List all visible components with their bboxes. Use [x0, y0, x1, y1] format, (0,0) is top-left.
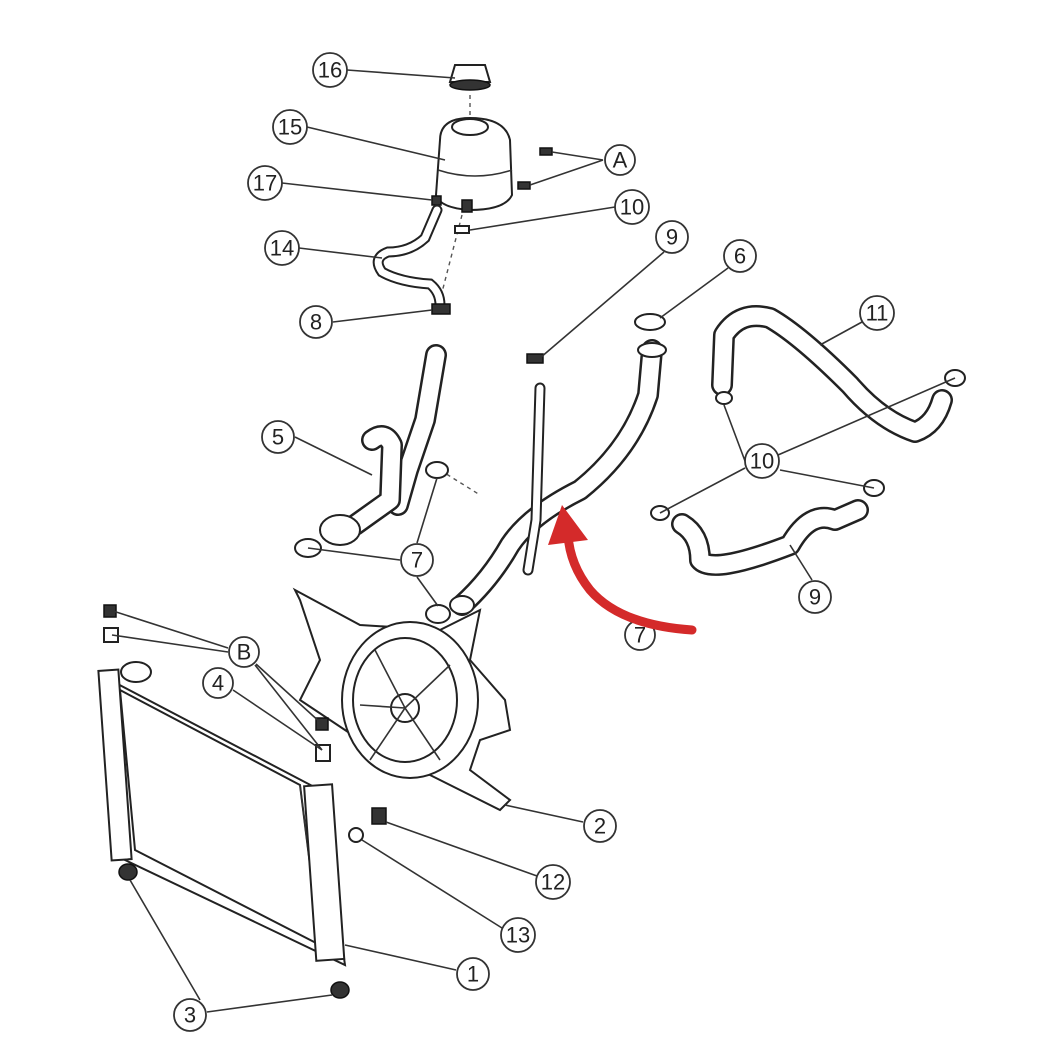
svg-text:8: 8	[310, 310, 322, 335]
radiator	[97, 661, 350, 999]
hose-clamp	[425, 461, 449, 479]
callout-9b: 9	[798, 580, 832, 614]
svg-text:3: 3	[184, 1003, 196, 1028]
hose-clamp	[634, 313, 666, 331]
reservoir-cap	[448, 64, 492, 91]
highlight-arrow	[548, 505, 697, 635]
callout-14: 14	[264, 230, 300, 266]
callout-16: 16	[312, 52, 348, 88]
leader-lines	[109, 69, 956, 1013]
svg-text:10: 10	[620, 195, 644, 220]
svg-text:5: 5	[272, 425, 284, 450]
callout-10: 10	[614, 189, 650, 225]
svg-text:9: 9	[809, 585, 821, 610]
svg-text:B: B	[237, 640, 252, 665]
o-ring	[348, 827, 364, 843]
bolt	[517, 181, 531, 190]
svg-text:1: 1	[467, 962, 479, 987]
callout-15: 15	[272, 109, 308, 145]
svg-text:2: 2	[594, 814, 606, 839]
expansion-tank	[431, 116, 514, 213]
rubber-mount	[103, 627, 119, 643]
svg-text:15: 15	[278, 115, 302, 140]
assembly-axis	[439, 95, 471, 301]
hose-clamp	[425, 604, 451, 624]
svg-text:9: 9	[666, 225, 678, 250]
callout-7: 7	[400, 543, 434, 577]
callout-5: 5	[261, 420, 295, 454]
svg-text:12: 12	[541, 870, 565, 895]
callout-9: 9	[655, 220, 689, 254]
callout-B: B	[228, 636, 260, 668]
callout-13: 13	[500, 917, 536, 953]
callout-8: 8	[299, 305, 333, 339]
callout-1: 1	[456, 957, 490, 991]
callout-4: 4	[202, 667, 234, 699]
callout-10b: 10	[744, 443, 780, 479]
callout-11: 11	[859, 295, 895, 331]
callout-6: 6	[723, 239, 757, 273]
svg-text:14: 14	[270, 236, 294, 261]
svg-text:13: 13	[506, 923, 530, 948]
svg-text:7: 7	[411, 548, 423, 573]
clamp	[454, 225, 470, 234]
cooling-fan-assembly	[292, 587, 512, 812]
drain-plug	[371, 807, 387, 825]
callout-3: 3	[173, 998, 207, 1032]
callout-12: 12	[535, 864, 571, 900]
hose-clamp	[715, 391, 733, 405]
hose-clip	[431, 303, 451, 315]
svg-text:16: 16	[318, 58, 342, 83]
svg-text:11: 11	[866, 301, 889, 326]
svg-text:10: 10	[750, 449, 774, 474]
svg-text:4: 4	[212, 671, 224, 696]
svg-text:6: 6	[734, 244, 746, 269]
svg-text:7: 7	[634, 623, 646, 648]
bolt	[539, 147, 553, 156]
callout-17: 17	[247, 165, 283, 201]
callout-A: A	[604, 144, 636, 176]
callout-2: 2	[583, 809, 617, 843]
svg-text:A: A	[613, 148, 628, 173]
rubber-mount	[103, 604, 117, 618]
svg-text:17: 17	[253, 171, 277, 196]
outlet-flange	[319, 514, 361, 546]
hose-clip	[526, 353, 544, 364]
